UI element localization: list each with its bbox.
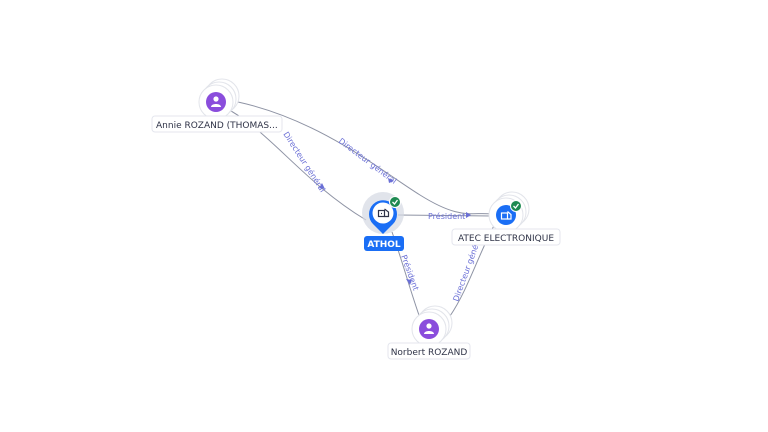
edges: Directeur général Directeur général Prés… (221, 101, 497, 319)
node-label-athol: ATHOL (367, 240, 401, 250)
node-athol[interactable]: ATHOL (362, 192, 404, 251)
company-icon (500, 211, 512, 220)
person-icon (424, 323, 434, 334)
node-circle (496, 205, 516, 225)
edge-athol-atec[interactable] (397, 214, 493, 217)
pin-inner (372, 202, 394, 224)
node-label-bg (387, 342, 471, 360)
node-label-annie: Annie ROZAND (THOMAS... (156, 121, 278, 131)
edge-arrow-athol-atec (466, 212, 471, 218)
edge-label-annie-athol: Directeur général (281, 130, 328, 194)
check-icon (513, 203, 520, 209)
node-label-bg (151, 115, 283, 133)
edge-label-athol-atec: Président (428, 211, 465, 221)
check-icon (392, 199, 399, 205)
person-icon (211, 96, 221, 107)
node-annie[interactable]: Annie ROZAND (THOMAS... (151, 78, 283, 133)
node-label-norbert: Norbert ROZAND (391, 348, 468, 358)
edge-label-athol-norbert: Président (399, 253, 421, 291)
node-label-bg (364, 236, 404, 251)
verified-badge (389, 196, 401, 208)
node-norbert[interactable]: Norbert ROZAND (387, 305, 471, 360)
edge-arrow-athol-norbert (406, 279, 412, 285)
verified-badge (510, 200, 522, 212)
edge-arrow-annie-athol (319, 183, 325, 189)
company-icon (377, 208, 390, 218)
node-circle (419, 319, 439, 339)
edge-annie-atec[interactable] (237, 101, 493, 215)
node-circle (206, 92, 226, 112)
edge-label-annie-atec: Directeur général (337, 136, 399, 186)
node-label-atec: ATEC ELECTRONIQUE (458, 234, 554, 244)
node-atec[interactable]: ATEC ELECTRONIQUE (451, 191, 561, 246)
edge-arrow-annie-atec (388, 178, 394, 183)
node-label-bg (451, 228, 561, 246)
